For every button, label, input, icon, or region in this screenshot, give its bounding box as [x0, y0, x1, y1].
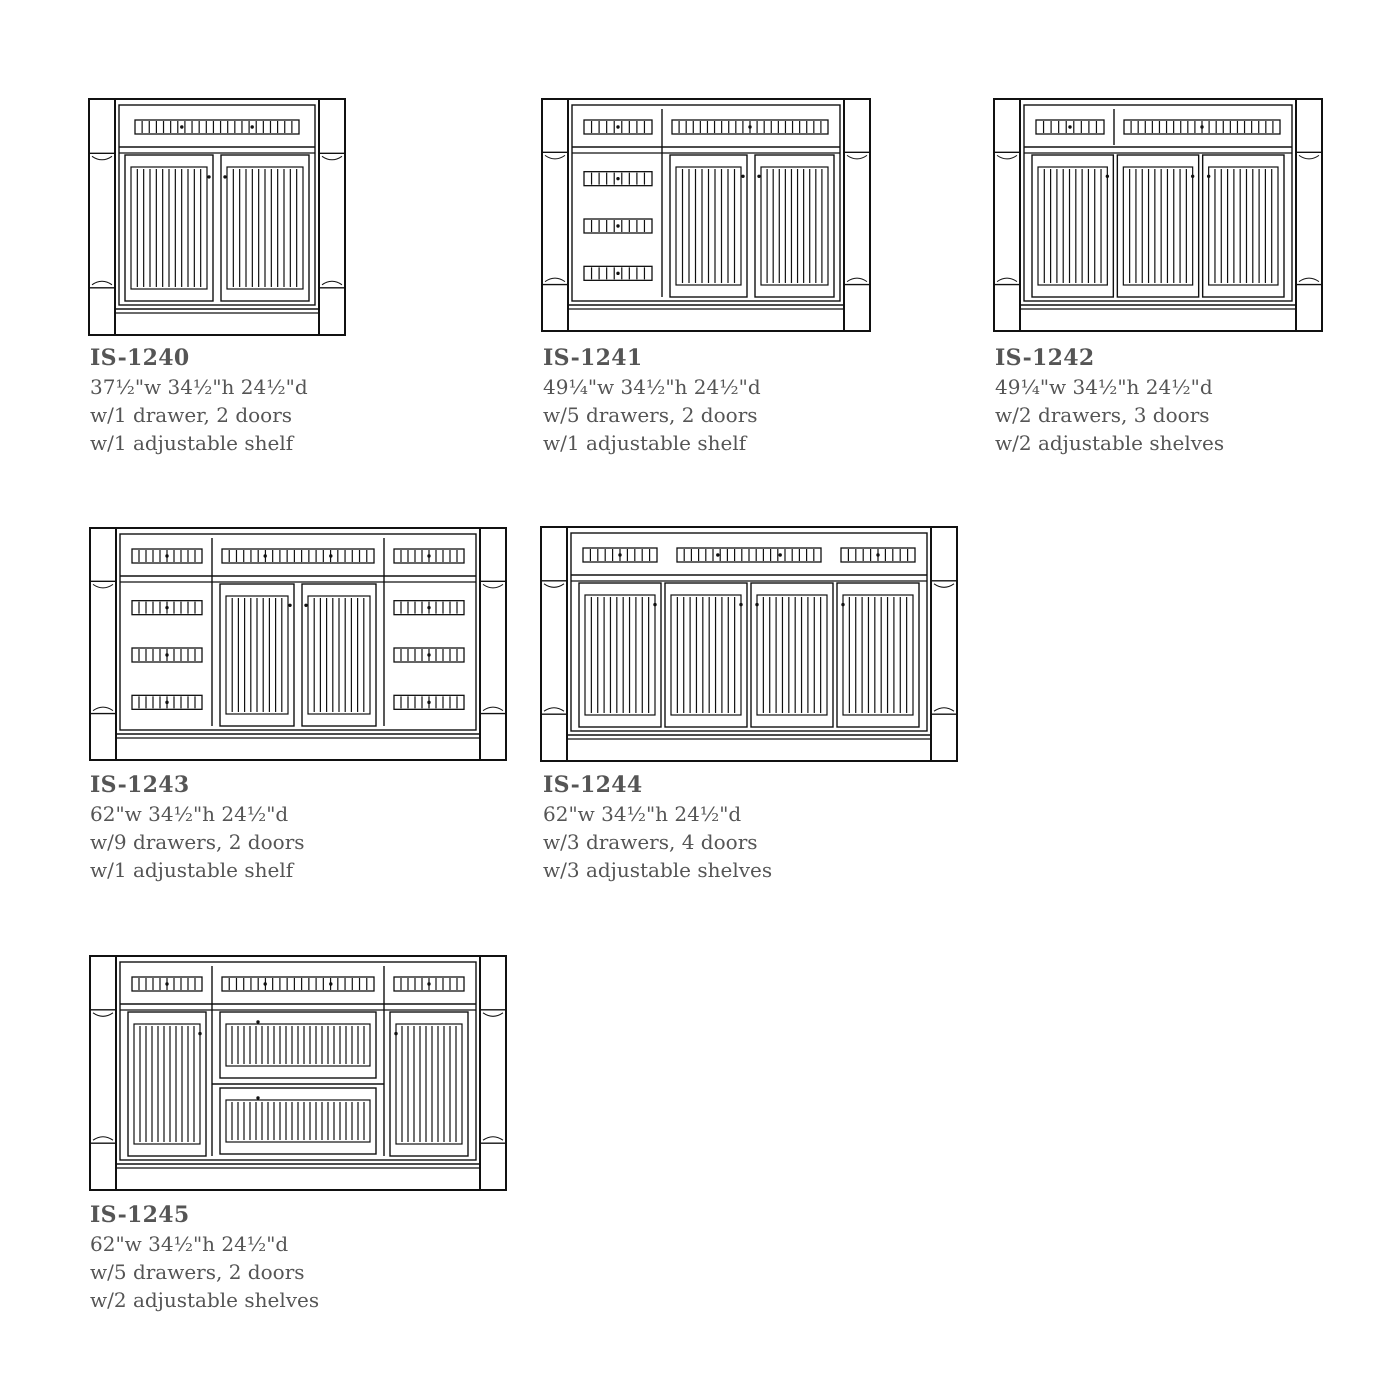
cabinet-drawing-is-1241: [541, 98, 871, 332]
shelves-text: w/2 adjustable shelves: [995, 431, 1225, 455]
drawers-doors-text: w/9 drawers, 2 doors: [90, 830, 305, 854]
model-number: IS-1245: [90, 1202, 190, 1228]
dimensions-text: 37½"w 34½"h 24½"d: [90, 375, 308, 399]
cabinet-drawing-is-1244: [540, 526, 958, 762]
model-number: IS-1242: [995, 345, 1095, 371]
dimensions-text: 62"w 34½"h 24½"d: [90, 1232, 289, 1256]
cabinet-label: IS-1245 62"w 34½"h 24½"d w/5 drawers, 2 …: [90, 1200, 319, 1314]
shelves-text: w/1 adjustable shelf: [90, 858, 294, 882]
model-number: IS-1240: [90, 345, 190, 371]
drawers-doors-text: w/3 drawers, 4 doors: [543, 830, 758, 854]
cabinet-label: IS-1243 62"w 34½"h 24½"d w/9 drawers, 2 …: [90, 770, 305, 884]
drawers-doors-text: w/2 drawers, 3 doors: [995, 403, 1210, 427]
dimensions-text: 62"w 34½"h 24½"d: [90, 802, 289, 826]
cabinet-drawing-is-1240: [88, 98, 346, 336]
model-number: IS-1244: [543, 772, 643, 798]
cabinet-drawing-is-1242: [993, 98, 1323, 332]
shelves-text: w/2 adjustable shelves: [90, 1288, 320, 1312]
drawers-doors-text: w/1 drawer, 2 doors: [90, 403, 293, 427]
model-number: IS-1243: [90, 772, 190, 798]
shelves-text: w/1 adjustable shelf: [543, 431, 747, 455]
cabinet-drawing-is-1243: [89, 527, 507, 761]
cabinet-label: IS-1242 49¼"w 34½"h 24½"d w/2 drawers, 3…: [995, 343, 1224, 457]
cabinet-drawing-is-1245: [89, 955, 507, 1191]
cabinet-label: IS-1244 62"w 34½"h 24½"d w/3 drawers, 4 …: [543, 770, 772, 884]
drawers-doors-text: w/5 drawers, 2 doors: [543, 403, 758, 427]
shelves-text: w/1 adjustable shelf: [90, 431, 294, 455]
drawers-doors-text: w/5 drawers, 2 doors: [90, 1260, 305, 1284]
dimensions-text: 49¼"w 34½"h 24½"d: [543, 375, 761, 399]
shelves-text: w/3 adjustable shelves: [543, 858, 773, 882]
dimensions-text: 49¼"w 34½"h 24½"d: [995, 375, 1213, 399]
cabinet-label: IS-1240 37½"w 34½"h 24½"d w/1 drawer, 2 …: [90, 343, 308, 457]
model-number: IS-1241: [543, 345, 643, 371]
dimensions-text: 62"w 34½"h 24½"d: [543, 802, 742, 826]
cabinet-label: IS-1241 49¼"w 34½"h 24½"d w/5 drawers, 2…: [543, 343, 761, 457]
